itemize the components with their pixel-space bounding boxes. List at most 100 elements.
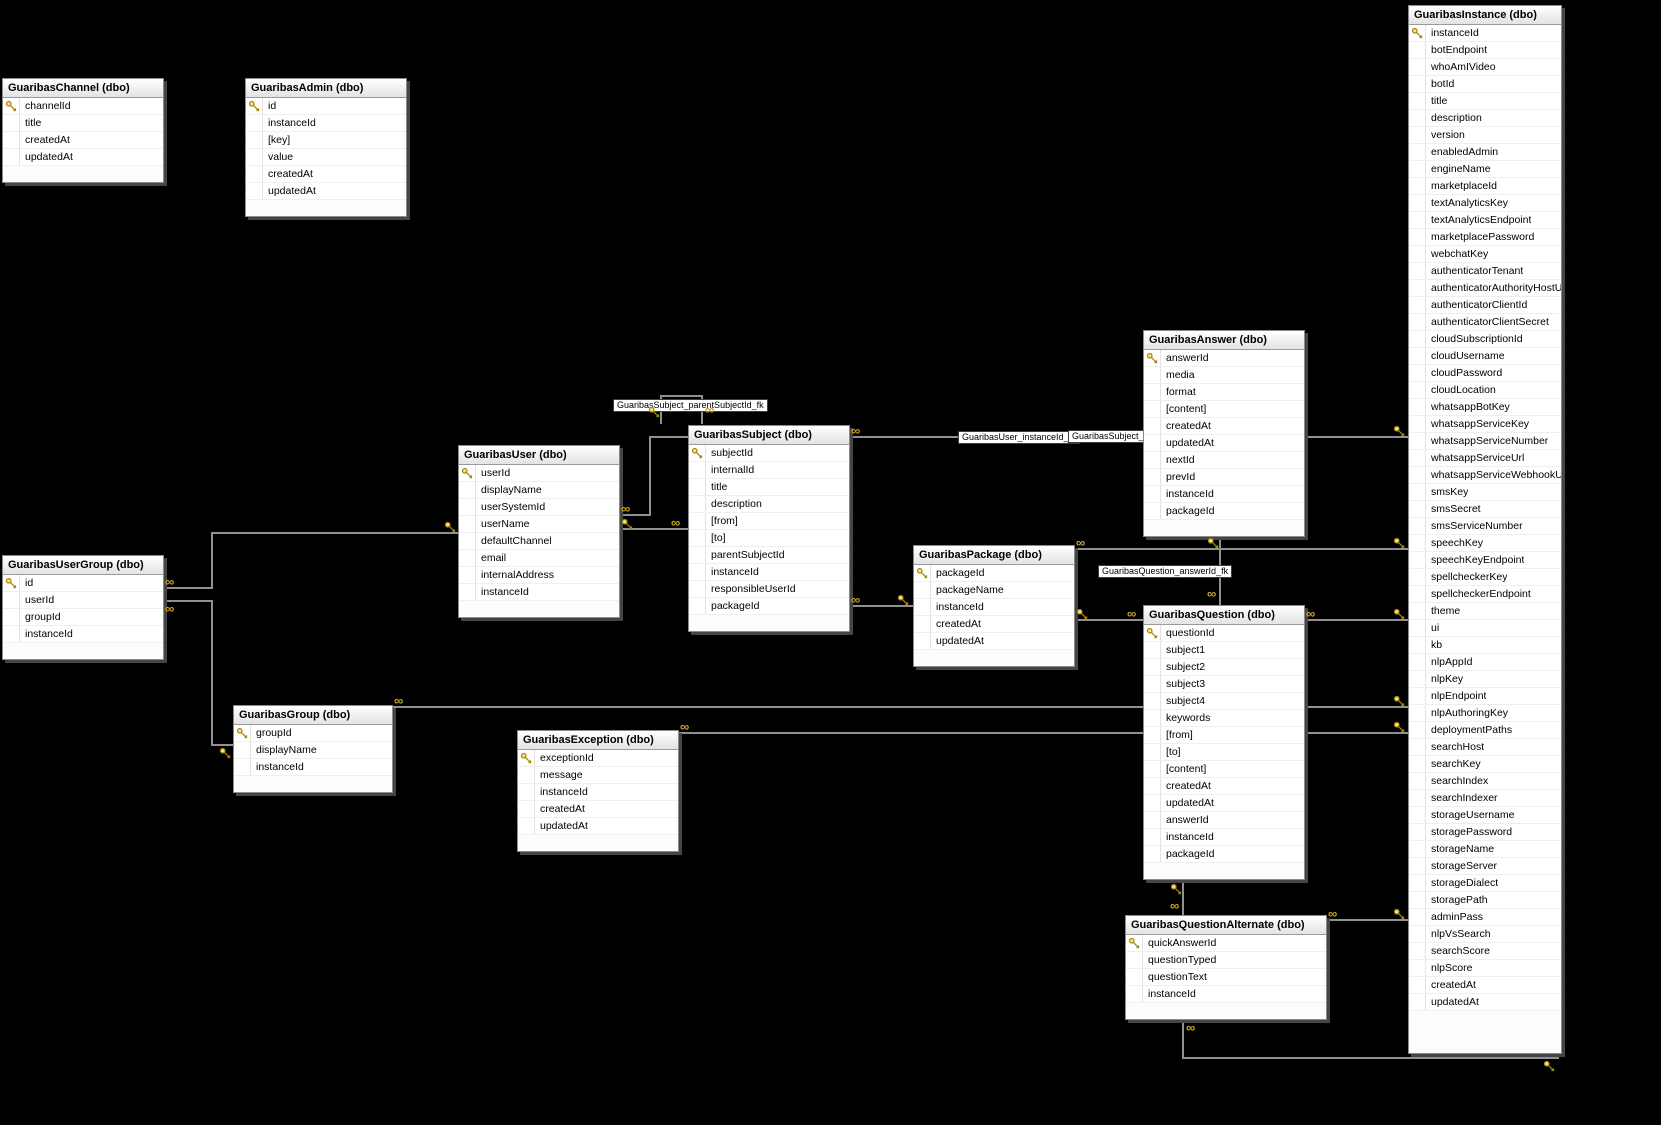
column-row[interactable]: description — [1409, 110, 1561, 127]
column-row[interactable]: questionTyped — [1126, 952, 1326, 969]
column-row[interactable]: instanceId — [689, 564, 849, 581]
column-row[interactable]: [from] — [689, 513, 849, 530]
column-row[interactable]: deploymentPaths — [1409, 722, 1561, 739]
table-title[interactable]: GuaribasUser (dbo) — [459, 446, 619, 465]
column-row[interactable]: enabledAdmin — [1409, 144, 1561, 161]
table-title[interactable]: GuaribasUserGroup (dbo) — [3, 556, 163, 575]
column-row[interactable]: smsKey — [1409, 484, 1561, 501]
column-row[interactable]: storageName — [1409, 841, 1561, 858]
column-row[interactable]: packageId — [1144, 846, 1304, 863]
column-row[interactable]: [content] — [1144, 761, 1304, 778]
column-row[interactable]: createdAt — [1409, 977, 1561, 994]
column-row[interactable]: packageId — [1144, 503, 1304, 520]
column-row[interactable]: value — [246, 149, 406, 166]
column-row[interactable]: updatedAt — [246, 183, 406, 200]
column-row[interactable]: storagePassword — [1409, 824, 1561, 841]
column-row[interactable]: engineName — [1409, 161, 1561, 178]
column-row[interactable]: nlpKey — [1409, 671, 1561, 688]
column-row[interactable]: smsSecret — [1409, 501, 1561, 518]
column-row[interactable]: displayName — [459, 482, 619, 499]
column-row[interactable]: media — [1144, 367, 1304, 384]
column-row[interactable]: title — [3, 115, 163, 132]
column-row[interactable]: botId — [1409, 76, 1561, 93]
column-row[interactable]: createdAt — [1144, 418, 1304, 435]
column-row[interactable]: version — [1409, 127, 1561, 144]
column-row[interactable]: [key] — [246, 132, 406, 149]
column-row[interactable]: instanceId — [1126, 986, 1326, 1003]
column-row[interactable]: answerId — [1144, 350, 1304, 367]
column-row[interactable]: title — [1409, 93, 1561, 110]
table-title[interactable]: GuaribasPackage (dbo) — [914, 546, 1074, 565]
column-row[interactable]: textAnalyticsKey — [1409, 195, 1561, 212]
table-title[interactable]: GuaribasException (dbo) — [518, 731, 678, 750]
column-row[interactable]: whatsappBotKey — [1409, 399, 1561, 416]
relationship-name-label[interactable]: GuaribasSubject_parentSubjectId_fk — [613, 399, 768, 412]
column-row[interactable]: instanceId — [1144, 829, 1304, 846]
column-row[interactable]: createdAt — [518, 801, 678, 818]
column-row[interactable]: defaultChannel — [459, 533, 619, 550]
column-row[interactable]: subject3 — [1144, 676, 1304, 693]
column-row[interactable]: userName — [459, 516, 619, 533]
column-row[interactable]: ui — [1409, 620, 1561, 637]
column-row[interactable]: authenticatorClientSecret — [1409, 314, 1561, 331]
column-row[interactable]: speechKeyEndpoint — [1409, 552, 1561, 569]
column-row[interactable]: packageId — [689, 598, 849, 615]
table-title[interactable]: GuaribasQuestionAlternate (dbo) — [1126, 916, 1326, 935]
column-row[interactable]: authenticatorClientId — [1409, 297, 1561, 314]
column-row[interactable]: whatsappServiceKey — [1409, 416, 1561, 433]
table-GuaribasQuestionAlternate[interactable]: GuaribasQuestionAlternate (dbo)quickAnsw… — [1125, 915, 1327, 1020]
column-row[interactable]: description — [689, 496, 849, 513]
column-row[interactable]: internalAddress — [459, 567, 619, 584]
column-row[interactable]: title — [689, 479, 849, 496]
column-row[interactable]: subject4 — [1144, 693, 1304, 710]
column-row[interactable]: exceptionId — [518, 750, 678, 767]
column-row[interactable]: authenticatorTenant — [1409, 263, 1561, 280]
column-row[interactable]: questionId — [1144, 625, 1304, 642]
column-row[interactable]: subject2 — [1144, 659, 1304, 676]
column-row[interactable]: spellcheckerKey — [1409, 569, 1561, 586]
column-row[interactable]: instanceId — [3, 626, 163, 643]
column-row[interactable]: nlpScore — [1409, 960, 1561, 977]
column-row[interactable]: cloudLocation — [1409, 382, 1561, 399]
column-row[interactable]: whatsappServiceNumber — [1409, 433, 1561, 450]
column-row[interactable]: createdAt — [246, 166, 406, 183]
column-row[interactable]: webchatKey — [1409, 246, 1561, 263]
column-row[interactable]: [to] — [1144, 744, 1304, 761]
table-title[interactable]: GuaribasChannel (dbo) — [3, 79, 163, 98]
relationship-line-usergroup-group[interactable] — [162, 600, 233, 746]
column-row[interactable]: updatedAt — [1409, 994, 1561, 1011]
column-row[interactable]: packageId — [914, 565, 1074, 582]
column-row[interactable]: packageName — [914, 582, 1074, 599]
column-row[interactable]: groupId — [3, 609, 163, 626]
column-row[interactable]: searchIndexer — [1409, 790, 1561, 807]
table-title[interactable]: GuaribasQuestion (dbo) — [1144, 606, 1304, 625]
table-title[interactable]: GuaribasInstance (dbo) — [1409, 6, 1561, 25]
column-row[interactable]: storageServer — [1409, 858, 1561, 875]
column-row[interactable]: responsibleUserId — [689, 581, 849, 598]
column-row[interactable]: email — [459, 550, 619, 567]
column-row[interactable]: spellcheckerEndpoint — [1409, 586, 1561, 603]
column-row[interactable]: updatedAt — [518, 818, 678, 835]
column-row[interactable]: whatsappServiceWebhookUrl — [1409, 467, 1561, 484]
column-row[interactable]: subject1 — [1144, 642, 1304, 659]
column-row[interactable]: prevId — [1144, 469, 1304, 486]
column-row[interactable]: userId — [3, 592, 163, 609]
column-row[interactable]: createdAt — [1144, 778, 1304, 795]
column-row[interactable]: cloudSubscriptionId — [1409, 331, 1561, 348]
column-row[interactable]: [content] — [1144, 401, 1304, 418]
column-row[interactable]: storageDialect — [1409, 875, 1561, 892]
column-row[interactable]: theme — [1409, 603, 1561, 620]
column-row[interactable]: nlpAuthoringKey — [1409, 705, 1561, 722]
column-row[interactable]: id — [3, 575, 163, 592]
column-row[interactable]: whoAmIVideo — [1409, 59, 1561, 76]
column-row[interactable]: updatedAt — [3, 149, 163, 166]
column-row[interactable]: channelId — [3, 98, 163, 115]
column-row[interactable]: cloudUsername — [1409, 348, 1561, 365]
column-row[interactable]: instanceId — [459, 584, 619, 601]
column-row[interactable]: instanceId — [1409, 25, 1561, 42]
